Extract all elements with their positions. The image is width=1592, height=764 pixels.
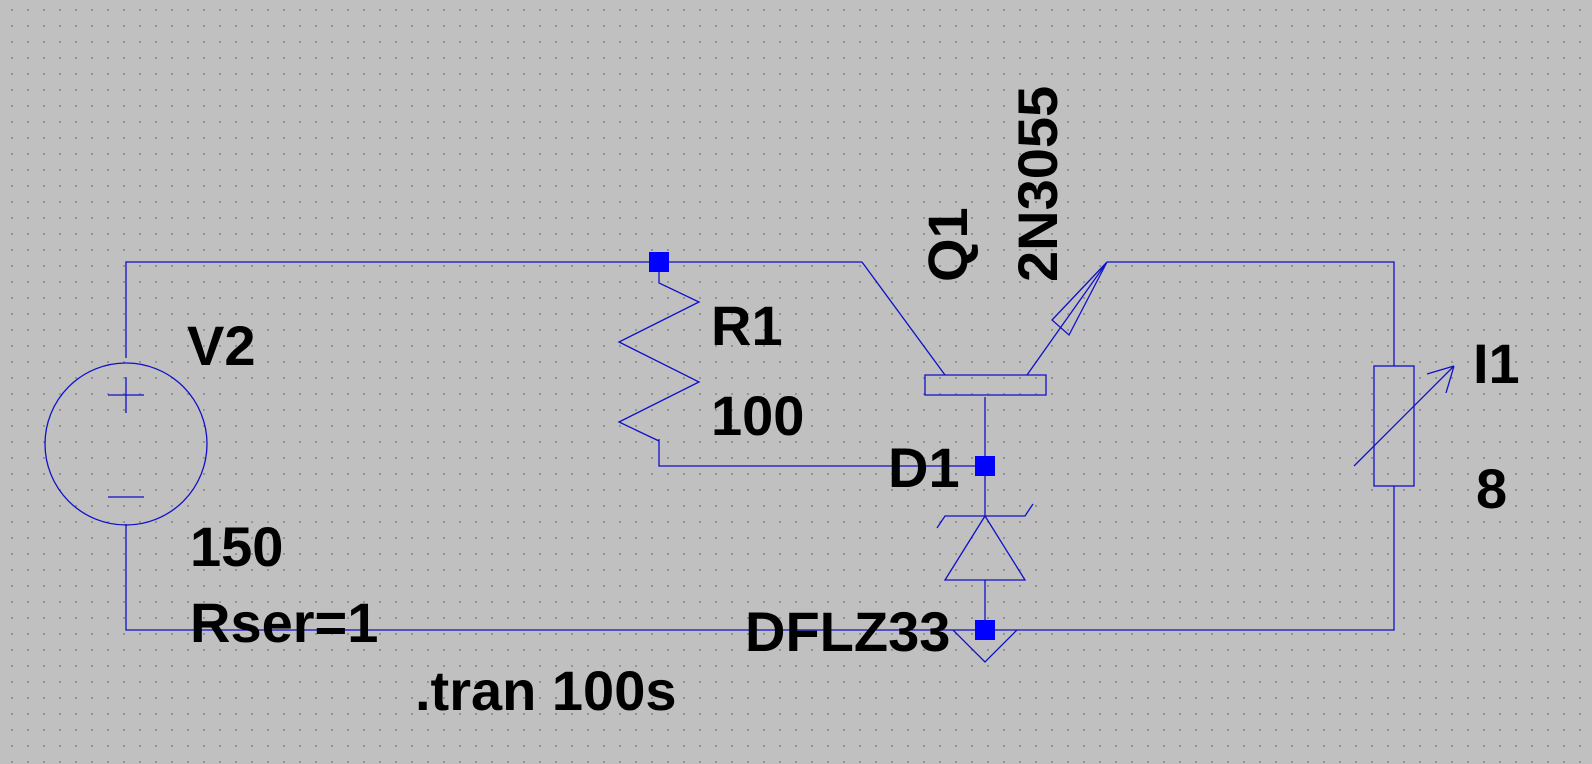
resistor-zigzag-icon [617, 278, 701, 442]
spice-directive[interactable]: .tran 100s [415, 659, 677, 722]
transistor-emitter-lead [1026, 261, 1108, 376]
node-r1-top[interactable] [649, 252, 669, 272]
current-load-i1[interactable] [1353, 365, 1455, 487]
label-q1-name[interactable]: Q1 [916, 207, 979, 282]
label-d1-name[interactable]: D1 [888, 436, 960, 499]
label-q1-model[interactable]: 2N3055 [1006, 86, 1069, 282]
wire-bottom-right[interactable] [985, 486, 1395, 631]
voltage-source-v2[interactable] [44, 362, 208, 526]
label-v2-name[interactable]: V2 [187, 314, 256, 377]
emitter-arrow-icon [1051, 261, 1108, 337]
load-box-icon [1373, 365, 1415, 487]
label-i1-name[interactable]: I1 [1473, 332, 1520, 395]
labels: V2 150 Rser=1 R1 100 Q1 2N3055 D1 DFLZ33… [187, 86, 1520, 722]
ground-symbol[interactable] [952, 629, 1018, 663]
zener-diode-d1[interactable] [936, 503, 1034, 581]
wire-bottom-left[interactable] [125, 524, 985, 631]
label-r1-name[interactable]: R1 [711, 294, 783, 357]
wire-top-left[interactable] [125, 261, 862, 358]
transistor-q1[interactable] [861, 261, 1108, 396]
transistor-collector-lead [861, 261, 946, 376]
label-d1-model[interactable]: DFLZ33 [745, 600, 950, 663]
plus-sign-icon [108, 377, 144, 413]
label-v2-rser[interactable]: Rser=1 [190, 591, 378, 654]
label-v2-value[interactable]: 150 [190, 515, 283, 578]
node-ground[interactable] [975, 620, 995, 640]
node-base-d1[interactable] [975, 456, 995, 476]
transistor-base-bar-icon [924, 374, 1047, 396]
variable-arrow-icon [1353, 365, 1455, 467]
junction-nodes [649, 252, 995, 640]
ground-icon [952, 629, 1018, 663]
wire-top-right[interactable] [1107, 261, 1395, 366]
label-r1-value[interactable]: 100 [711, 384, 804, 447]
resistor-r1[interactable] [617, 278, 701, 442]
wires [125, 261, 1395, 631]
source-circle-icon [44, 362, 208, 526]
label-i1-value[interactable]: 8 [1476, 457, 1507, 520]
wire-r1-bottom[interactable] [658, 439, 985, 467]
diode-triangle-icon [943, 514, 1027, 581]
